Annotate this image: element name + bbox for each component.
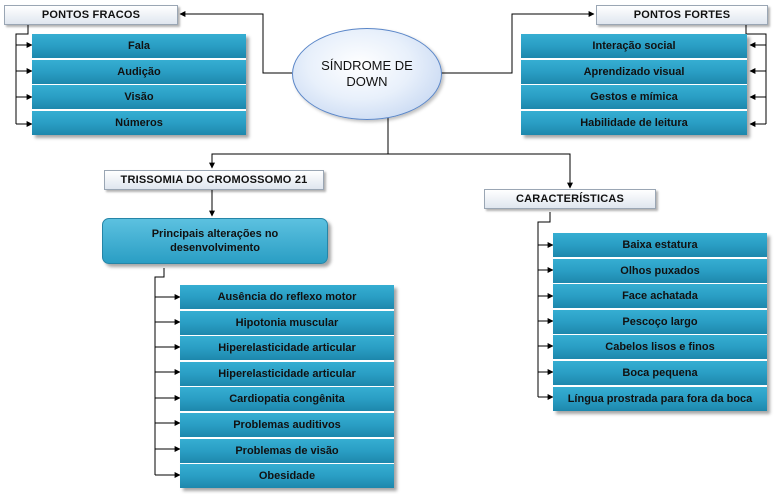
caracteristica-item: Cabelos lisos e finos <box>553 335 767 360</box>
alteracao-item: Ausência do reflexo motor <box>180 285 394 309</box>
list-pontos-fracos: Fala Audição Visão Números <box>32 34 246 135</box>
caracteristica-item: Baixa estatura <box>553 233 767 257</box>
alteracao-item: Hipotonia muscular <box>180 310 394 335</box>
caracteristica-item: Face achatada <box>553 284 767 309</box>
list-pontos-fortes: Interação social Aprendizado visual Gest… <box>521 34 747 135</box>
caracteristica-item: Olhos puxados <box>553 258 767 283</box>
principais-line2: desenvolvimento <box>170 242 260 254</box>
header-pontos-fracos: PONTOS FRACOS <box>4 5 178 25</box>
header-caracteristicas: CARACTERÍSTICAS <box>484 189 656 209</box>
header-trissomia: TRISSOMIA DO CROMOSSOMO 21 <box>104 170 324 190</box>
alteracao-item: Hiperelasticidade articular <box>180 361 394 386</box>
alteracao-item: Hiperelasticidade articular <box>180 336 394 361</box>
pontos-fortes-item: Gestos e mímica <box>521 85 747 110</box>
header-pontos-fortes: PONTOS FORTES <box>596 5 768 25</box>
pontos-fracos-item: Fala <box>32 34 246 58</box>
list-caracteristicas: Baixa estatura Olhos puxados Face achata… <box>553 233 767 411</box>
list-alteracoes: Ausência do reflexo motor Hipotonia musc… <box>180 285 394 489</box>
node-principais-alteracoes: Principais alterações no desenvolvimento <box>102 218 328 264</box>
center-node-sindrome-de-down: SÍNDROME DE DOWN <box>292 28 442 120</box>
pontos-fortes-item: Interação social <box>521 34 747 58</box>
pontos-fracos-item: Números <box>32 110 246 135</box>
center-title-line1: SÍNDROME DE <box>321 58 413 73</box>
pontos-fracos-item: Visão <box>32 85 246 110</box>
caracteristica-item: Boca pequena <box>553 360 767 385</box>
caracteristica-item: Pescoço largo <box>553 309 767 334</box>
pontos-fortes-item: Aprendizado visual <box>521 59 747 84</box>
alteracao-item: Obesidade <box>180 464 394 489</box>
alteracao-item: Cardiopatia congênita <box>180 387 394 412</box>
caracteristica-item: Língua prostrada para fora da boca <box>553 386 767 411</box>
alteracao-item: Problemas de visão <box>180 438 394 463</box>
pontos-fortes-item: Habilidade de leitura <box>521 110 747 135</box>
center-title-line2: DOWN <box>346 74 388 89</box>
principais-line1: Principais alterações no <box>151 228 279 240</box>
pontos-fracos-item: Audição <box>32 59 246 84</box>
alteracao-item: Problemas auditivos <box>180 412 394 437</box>
